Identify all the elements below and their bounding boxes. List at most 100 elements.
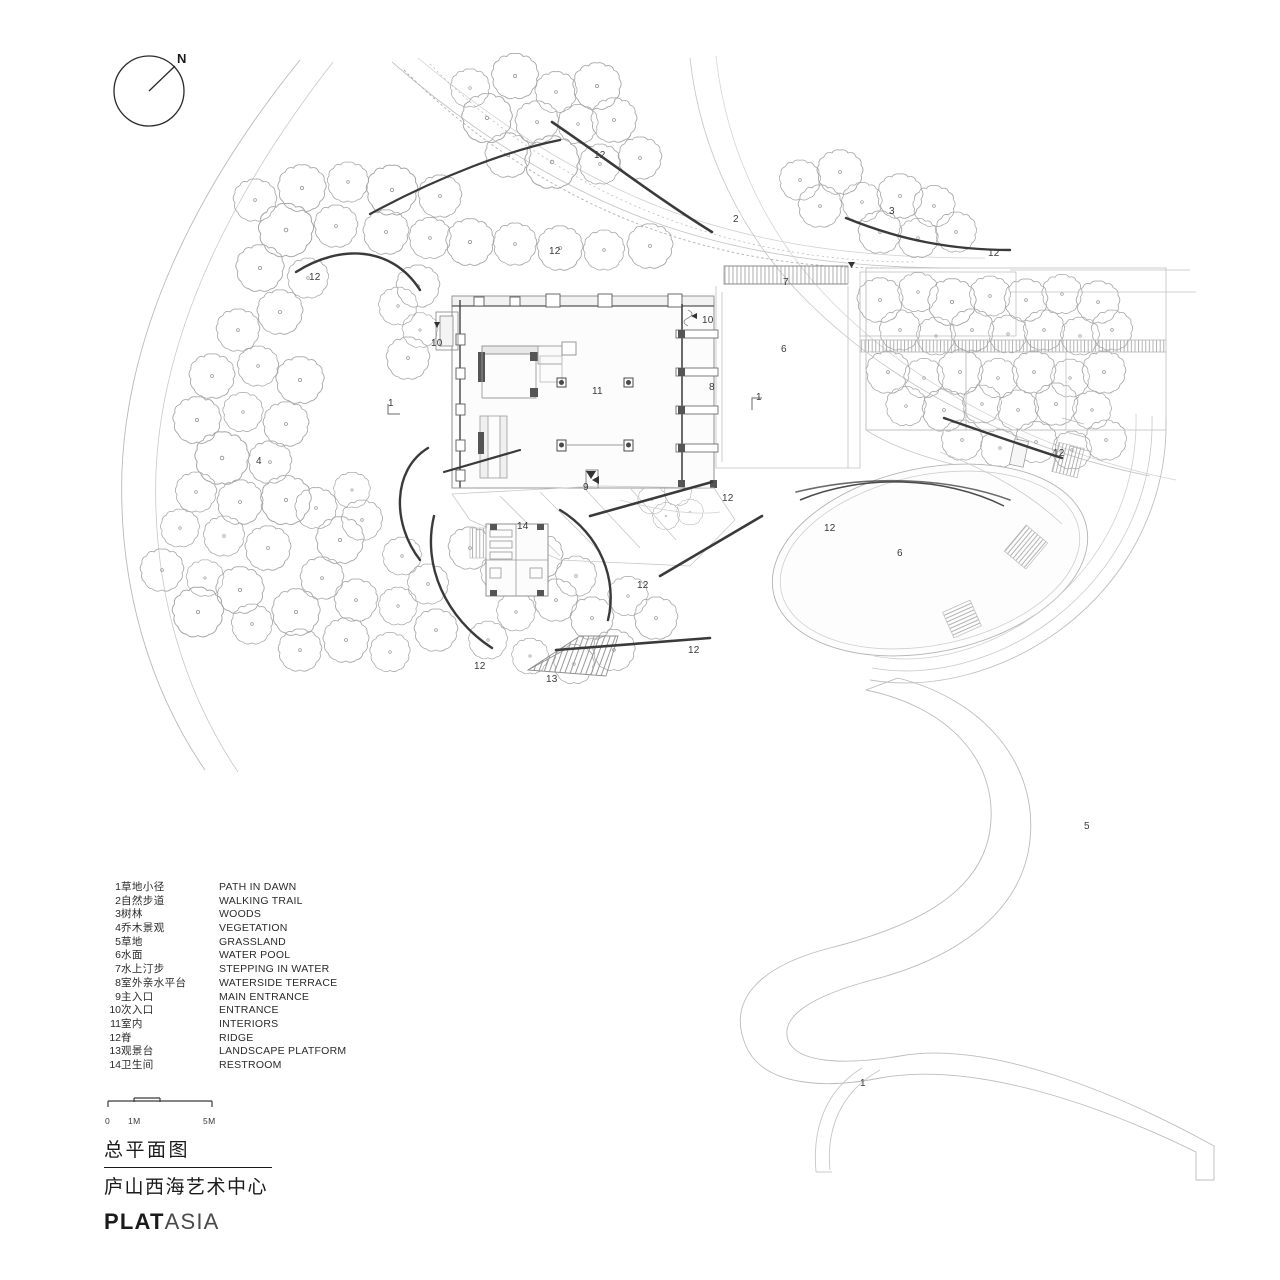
callout-c-12-mid: 12 — [722, 493, 734, 504]
legend-label-cn: 观景台 — [121, 1045, 154, 1058]
legend-number: 12 — [109, 1031, 121, 1044]
legend-number: 7 — [115, 963, 121, 976]
restroom-building-14 — [469, 523, 549, 597]
water-pool-6 — [771, 463, 1089, 657]
legend-number: 9 — [115, 990, 121, 1003]
legend-label-cn: 次入口 — [121, 1004, 154, 1017]
path-in-dawn-1 — [739, 677, 1215, 1181]
legend-number: 13 — [109, 1045, 121, 1058]
walking-trail-2 — [403, 63, 917, 269]
legend-label-en: MAIN ENTRANCE — [219, 990, 310, 1003]
legend-label-en: RIDGE — [219, 1031, 254, 1044]
callout-c-6-pool: 6 — [897, 548, 903, 559]
site-boundary-lines — [121, 55, 1177, 773]
legend-label-en: WOODS — [219, 908, 262, 921]
legend-label-en: ENTRANCE — [219, 1004, 279, 1017]
callout-c-9: 9 — [583, 482, 589, 493]
legend-label-en: GRASSLAND — [219, 935, 287, 948]
legend-number: 10 — [109, 1004, 121, 1017]
callout-c-5: 5 — [1084, 821, 1090, 832]
legend-label-cn: 草地 — [121, 935, 143, 948]
legend-label-cn: 树林 — [121, 908, 143, 921]
legend-label-en: INTERIORS — [219, 1017, 279, 1030]
legend-number: 2 — [115, 894, 121, 907]
callout-c-7: 7 — [783, 277, 789, 288]
legend-label-cn: 室内 — [121, 1017, 143, 1030]
legend-label-cn: 自然步道 — [121, 894, 165, 907]
scale-bar: 0 1M 5M — [104, 1096, 254, 1128]
upper-water-pool-6 — [715, 286, 861, 469]
callout-c-12-low: 12 — [474, 661, 486, 672]
callout-c-1-left: 1 — [388, 398, 394, 409]
legend-label-en: WALKING TRAIL — [219, 894, 303, 907]
callout-c-12-nw: 12 — [309, 272, 321, 283]
main-building — [434, 293, 719, 489]
callout-c-12-se: 12 — [688, 645, 700, 656]
legend-label-en: WATERSIDE TERRACE — [219, 976, 338, 989]
east-planting-beds — [859, 267, 1196, 479]
drawing-title: 总平面图 — [104, 1139, 191, 1161]
legend-number: 3 — [115, 908, 121, 921]
callout-c-11: 11 — [592, 386, 603, 397]
north-arrow: N — [113, 44, 203, 144]
legend-label-en: LANDSCAPE PLATFORM — [219, 1045, 347, 1058]
callout-c-3: 3 — [889, 206, 895, 217]
legend-label-cn: 乔木景观 — [121, 922, 165, 935]
ridge-lines-12 — [294, 120, 1064, 652]
callout-c-14: 14 — [517, 521, 529, 532]
callout-c-4: 4 — [256, 456, 262, 467]
legend-number: 4 — [115, 922, 121, 935]
stepping-in-water-7 — [723, 262, 855, 285]
legend-number: 1 — [115, 881, 121, 893]
callout-c-10-left: 10 — [431, 338, 443, 349]
callout-c-12-pool: 12 — [824, 523, 836, 534]
callout-c-12-top: 12 — [594, 150, 606, 161]
callout-c-8: 8 — [709, 382, 715, 393]
legend-label-cn: 主入口 — [121, 990, 154, 1003]
legend-label-cn: 水上汀步 — [121, 963, 165, 976]
legend-label-cn: 草地小径 — [121, 881, 165, 893]
legend-label-cn: 脊 — [121, 1031, 132, 1044]
firm-logo: PLATASIA — [104, 1209, 434, 1235]
callout-c-12-sw: 12 — [637, 580, 649, 591]
legend-label-en: STEPPING IN WATER — [219, 963, 330, 976]
callout-c-10-right: 10 — [702, 315, 714, 326]
legend-label-en: WATER POOL — [219, 949, 291, 962]
firm-logo-light: ASIA — [164, 1209, 220, 1235]
legend-label-cn: 室外亲水平台 — [121, 976, 187, 989]
callout-c-12-ne: 12 — [988, 248, 1000, 259]
callout-c-6-upper: 6 — [781, 344, 787, 355]
firm-logo-bold: PLAT — [104, 1209, 165, 1235]
callout-c-1-right: 1 — [756, 392, 762, 403]
section-leader-marks — [387, 397, 762, 484]
legend-label-en: RESTROOM — [219, 1058, 282, 1071]
project-name: 庐山西海艺术中心 — [104, 1176, 269, 1199]
title-divider — [104, 1167, 272, 1169]
callout-c-13: 13 — [546, 674, 558, 685]
legend-label-cn: 卫生间 — [121, 1058, 154, 1071]
callout-c-12-east: 12 — [1053, 448, 1065, 459]
scale-end-label: 5M — [203, 1116, 216, 1126]
callout-c-12-upper: 12 — [549, 246, 561, 257]
scale-mid-label: 1M — [128, 1116, 141, 1126]
callout-c-2: 2 — [733, 214, 739, 225]
legend-number: 11 — [110, 1017, 121, 1030]
legend-label-en: VEGETATION — [219, 922, 288, 935]
scale-start-label: 0 — [105, 1116, 111, 1126]
